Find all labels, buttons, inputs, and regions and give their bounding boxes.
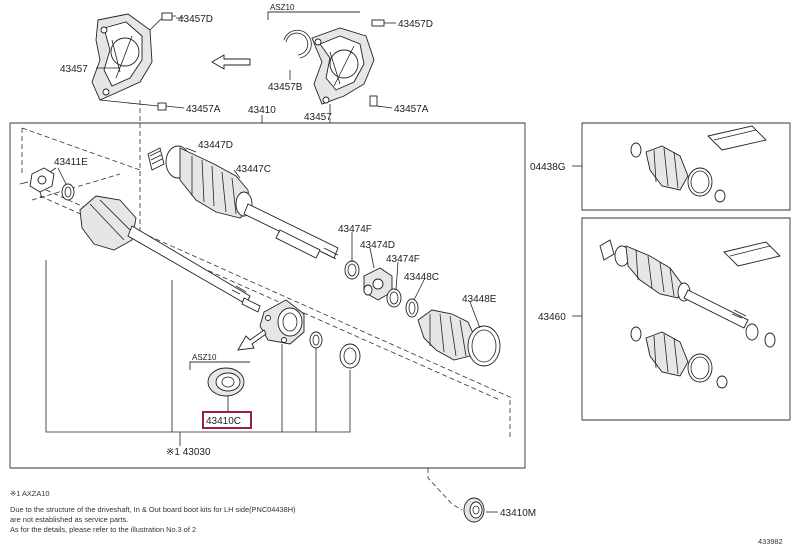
- highlight-43410C: [202, 411, 252, 429]
- arrow-up-right-icon: [237, 329, 267, 351]
- main-frame: [9, 122, 526, 469]
- label-variant-top: ASZ10: [270, 3, 295, 12]
- snap-ring-43411E: [61, 183, 75, 201]
- label-43447C[interactable]: 43447C: [236, 164, 271, 175]
- label-43474F-a[interactable]: 43474F: [338, 224, 372, 235]
- label-43474F-b[interactable]: 43474F: [386, 254, 420, 265]
- tripod-43474D: [363, 267, 393, 301]
- clamp-43448C: [405, 298, 419, 318]
- note-line-1: ※1 AXZA10: [10, 489, 49, 498]
- snap-ring-43474F-b: [386, 288, 402, 308]
- bearing-43410C: [207, 367, 245, 397]
- bolt-43457A-left: [157, 102, 185, 111]
- label-43448C[interactable]: 43448C: [404, 272, 439, 283]
- label-43457A-right[interactable]: 43457A: [394, 104, 429, 115]
- label-43447D[interactable]: 43447D: [198, 140, 233, 151]
- seal-43410M: [463, 497, 485, 523]
- bolt-43457D-left: [161, 12, 176, 21]
- label-43448E[interactable]: 43448E: [462, 294, 497, 305]
- outer-cv-joint: [147, 145, 253, 219]
- snap-ring-43474F-a: [344, 260, 360, 280]
- note-line-2: Due to the structure of the driveshaft, …: [10, 505, 296, 514]
- label-43410M[interactable]: 43410M: [500, 508, 536, 519]
- label-43457-right[interactable]: 43457: [304, 112, 332, 123]
- label-43030[interactable]: ※1 43030: [166, 447, 211, 458]
- seal-ring: [339, 343, 361, 369]
- label-43410[interactable]: 43410: [248, 105, 276, 116]
- figure-id: 433982: [758, 537, 783, 546]
- label-43457B[interactable]: 43457B: [268, 82, 303, 93]
- knuckle-bracket-right: [311, 27, 375, 105]
- label-43411E[interactable]: 43411E: [54, 157, 88, 168]
- boot-kit-box: [581, 122, 791, 211]
- label-04438G[interactable]: 04438G: [530, 162, 566, 173]
- variant-bracket-mid: [189, 361, 250, 370]
- label-43457D-right[interactable]: 43457D: [398, 19, 433, 30]
- label-43410C[interactable]: 43410C: [206, 416, 241, 427]
- inner-joint-housing: [79, 195, 261, 313]
- snap-ring-small: [309, 331, 323, 349]
- knuckle-bracket-left: [91, 13, 165, 107]
- label-variant-mid: ASZ10: [192, 353, 217, 362]
- note-line-4: As for the details, please refer to the …: [10, 525, 196, 534]
- center-bearing-bracket: [259, 299, 305, 345]
- label-43457A-left[interactable]: 43457A: [186, 104, 221, 115]
- note-line-3: are not established as service parts.: [10, 515, 128, 524]
- drive-shaft: [243, 203, 339, 260]
- label-43457D-left[interactable]: 43457D: [178, 14, 213, 25]
- label-43457-left[interactable]: 43457: [60, 64, 88, 75]
- snap-ring-43457B: [283, 29, 312, 59]
- inner-boot: [417, 309, 477, 361]
- clamp-43448E: [467, 325, 501, 367]
- boot-kit-parts: [630, 125, 767, 203]
- arrow-left-icon: [211, 54, 251, 70]
- shaft-assy-parts: [599, 239, 781, 389]
- variant-bracket-top: [267, 11, 360, 20]
- label-43460[interactable]: 43460: [538, 312, 566, 323]
- bolt-43457D-right: [371, 19, 396, 27]
- bolt-43457A-right: [369, 95, 393, 109]
- tripod-43411E: [19, 167, 57, 199]
- shaft-assy-box: [581, 217, 791, 421]
- label-43474D[interactable]: 43474D: [360, 240, 395, 251]
